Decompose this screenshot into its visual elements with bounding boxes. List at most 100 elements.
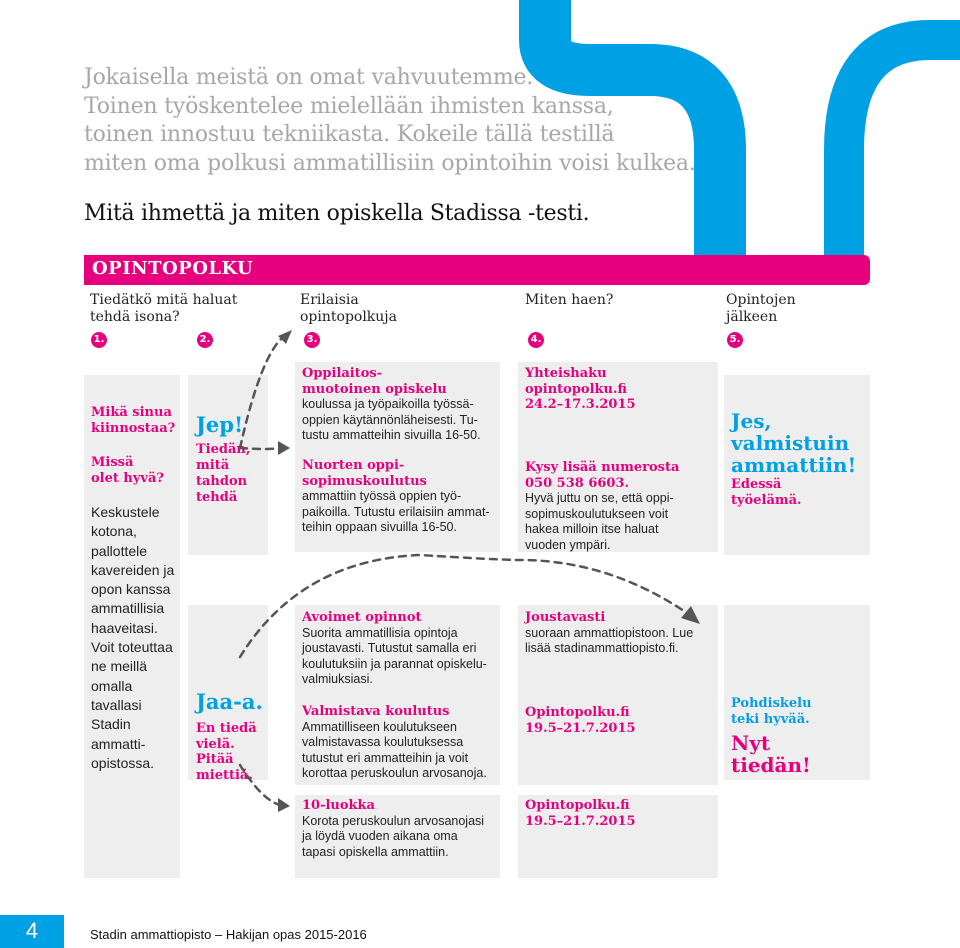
col5-top-box (724, 375, 870, 555)
q-strengths: Missä olet hyvä? (91, 455, 164, 487)
block-title-line: Opintopolku.fi (525, 705, 630, 720)
block-title-line: 19.5–21.7.2015 (525, 720, 636, 736)
step-label-line: Tiedätkö mitä haluat (90, 292, 238, 308)
footer-page-box (0, 915, 64, 948)
block-text-line: ammattiin työssä oppien työ- (302, 489, 462, 503)
block-text-line: Hyvä juttu on se, että oppi- (525, 491, 674, 505)
col5-line: Edessä (731, 477, 782, 492)
col4-block-4: Opintopolku.fi 19.5–21.7.2015 (525, 705, 717, 736)
col4-block-5: Opintopolku.fi 19.5–21.7.2015 (525, 798, 717, 829)
block-title-line: Joustavasti (525, 610, 606, 625)
step-3-label: Erilaisia opintopolkuja (300, 292, 397, 326)
step-number-3: 3. (304, 332, 320, 348)
intro-line: miten oma polkusi ammatillisiin opintoih… (84, 150, 696, 176)
no-line: Pitää (196, 752, 234, 767)
step-label-line: tehdä isona? (90, 309, 180, 325)
step-4-label: Miten haen? (525, 292, 613, 309)
block-text-line: tapasi opiskella ammattiin. (302, 844, 449, 859)
block-title-line: muotoinen opiskelu (302, 381, 447, 397)
block-text-line: joustavasti. Tutustut samalla eri (302, 641, 477, 655)
step-number-1: 1. (91, 332, 107, 348)
col3-block-2: Nuorten oppi- sopimuskoulutus ammattiin … (302, 458, 498, 536)
opintopolku-title: OPINTOPOLKU (92, 258, 254, 279)
col3-block-5: 10-luokka Korota peruskoulun arvosanojas… (302, 798, 498, 860)
body-line: opistossa. (91, 754, 155, 771)
block-text-line: oppien käytännönläheisesti. Tu- (302, 412, 478, 427)
block-text-line: valmiuksiasi. (302, 672, 373, 686)
body-line: haaveitasi. (91, 619, 158, 636)
step-label-line: jälkeen (726, 309, 778, 325)
block-text-line: Ammatilliseen koulutukseen (302, 719, 457, 734)
block-text-line: hakea milloin itse haluat (525, 522, 659, 536)
block-text-line: lisää stadinammattiopisto.fi. (525, 641, 679, 655)
block-text-line: ja löydä vuoden aikana oma (302, 829, 458, 843)
block-text-line: suoraan ammattiopistoon. Lue (525, 625, 694, 640)
body-line: ammatillisia (91, 600, 165, 617)
step-label-line: Miten haen? (525, 292, 614, 308)
block-title-line: 050 538 6603. (525, 475, 630, 491)
block-title-line: Nuorten oppi- (302, 458, 405, 473)
col5-line: ammattiin! (731, 453, 857, 477)
step-number-4: 4. (528, 332, 544, 348)
step-label-line: Erilaisia (300, 292, 359, 308)
col3-block-4: Valmistava koulutus Ammatilliseen koulut… (302, 704, 498, 782)
block-title-line: sopimuskoulutus (302, 473, 427, 489)
body-line: Voit toteuttaa (91, 639, 173, 656)
block-text-line: korottaa peruskoulun arvosanoja. (302, 766, 487, 780)
col4-block-2: Kysy lisää numerosta 050 538 6603. Hyvä … (525, 460, 717, 553)
body-line: omalla (91, 677, 133, 694)
block-title-line: Kysy lisää numerosta (525, 460, 680, 475)
body-line: kotona, (91, 523, 137, 540)
col3-mid-box (295, 605, 500, 785)
block-title-line: 10-luokka (302, 798, 375, 813)
body-line: ammatti- (91, 735, 146, 752)
col3-block-3: Avoimet opinnot Suorita ammatillisia opi… (302, 610, 498, 688)
col3-bot-box (295, 795, 500, 878)
col5-line: tiedän! (731, 753, 811, 777)
step-5-label: Opintojen jälkeen (726, 292, 796, 326)
block-text-line: tustu ammatteihin sivuilla 16-50. (302, 428, 481, 442)
col5-worklife: Edessä työelämä. (731, 477, 802, 509)
body-line: ne meillä (91, 658, 148, 675)
block-title-line: opintopolku.fi (525, 381, 627, 397)
col4-bot-box (518, 795, 718, 878)
no-line: En tiedä (196, 721, 257, 736)
body-line: Keskustele (91, 504, 160, 520)
col4-block-3: Joustavasti suoraan ammattiopistoon. Lue… (525, 610, 717, 657)
intro-line: toinen innostuu tekniikasta. Kokeile täl… (84, 122, 615, 147)
q-line: kiinnostaa? (91, 421, 176, 436)
block-text-line: sopimuskoulutukseen voit (525, 506, 669, 521)
no-line: miettiä. (196, 767, 253, 783)
col4-top-box (518, 362, 718, 552)
col5-line: työelämä. (731, 493, 802, 508)
block-title-line: Yhteishaku (525, 366, 607, 381)
intro-line: Jokaisella meistä on omat vahvuutemme. (84, 65, 534, 90)
col5-graduated: Jes, valmistuin ammattiin! (731, 410, 856, 476)
block-title-line: Valmistava koulutus (302, 704, 450, 719)
body-line: opon kanssa (91, 581, 171, 598)
step-number-5: 5. (727, 332, 743, 348)
block-title-line: Oppilaitos- (302, 366, 383, 381)
block-title-line: 24.2–17.3.2015 (525, 397, 636, 412)
col5-line: Nyt (731, 731, 771, 755)
block-text-line: paikoilla. Tutustu erilaisiin ammat- (302, 504, 490, 519)
block-text-line: koulutuksiin ja parannat opiskelu- (302, 656, 487, 671)
col5-line: Pohdiskelu (731, 696, 812, 711)
opintopolku-bar (84, 255, 870, 285)
col3-top-box (295, 362, 500, 552)
no-title: Jaa-a. (196, 689, 263, 714)
yes-line: mitä (196, 458, 230, 473)
col4-block-1: Yhteishaku opintopolku.fi 24.2–17.3.2015 (525, 366, 717, 413)
body-line: tavallasi (91, 696, 142, 713)
col5-line: Jes, (731, 409, 772, 433)
body-line: Stadin (91, 716, 131, 733)
block-text-line: koulussa ja työpaikoilla työssä- (302, 397, 474, 411)
block-text-line: teihin oppaan sivuilla 16-50. (302, 520, 457, 534)
block-text-line: vuoden ympäri. (525, 537, 611, 552)
col5-line: teki hyvää. (731, 712, 810, 727)
block-text-line: tutustut eri ammatteihin ja voit (302, 750, 469, 765)
col3-block-1: Oppilaitos- muotoinen opiskelu koulussa … (302, 366, 498, 444)
step-label-line: Opintojen (726, 292, 796, 308)
